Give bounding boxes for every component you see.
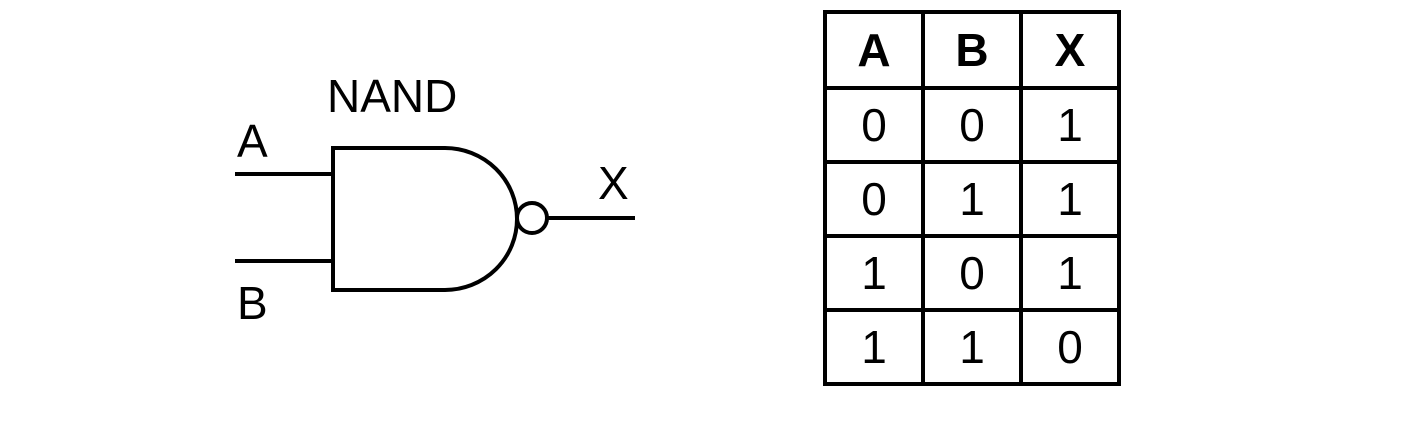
table-cell: 0 [823, 86, 925, 164]
input-a-label: A [237, 115, 268, 167]
table-cell: 0 [823, 160, 925, 238]
table-cell: 1 [1019, 86, 1121, 164]
table-cell: 1 [823, 308, 925, 386]
truth-table: A B X 0 0 1 0 1 1 1 0 1 1 1 0 [823, 10, 1121, 386]
output-x-label: X [598, 157, 629, 209]
table-cell: 1 [921, 160, 1023, 238]
table-row: 1 0 1 [823, 234, 1121, 312]
table-cell: 0 [921, 86, 1023, 164]
inversion-bubble [515, 201, 549, 235]
gate-title: NAND [327, 70, 457, 122]
table-cell: 1 [921, 308, 1023, 386]
header-cell-x: X [1019, 10, 1121, 90]
input-b-label: B [237, 277, 268, 329]
table-row: 1 1 0 [823, 308, 1121, 386]
nand-gate-body [331, 146, 519, 292]
truth-table-header-row: A B X [823, 10, 1121, 90]
table-row: 0 1 1 [823, 160, 1121, 238]
header-cell-a: A [823, 10, 925, 90]
table-cell: 1 [1019, 160, 1121, 238]
table-cell: 0 [921, 234, 1023, 312]
table-cell: 0 [1019, 308, 1121, 386]
table-cell: 1 [1019, 234, 1121, 312]
table-row: 0 0 1 [823, 86, 1121, 164]
table-cell: 1 [823, 234, 925, 312]
header-cell-b: B [921, 10, 1023, 90]
